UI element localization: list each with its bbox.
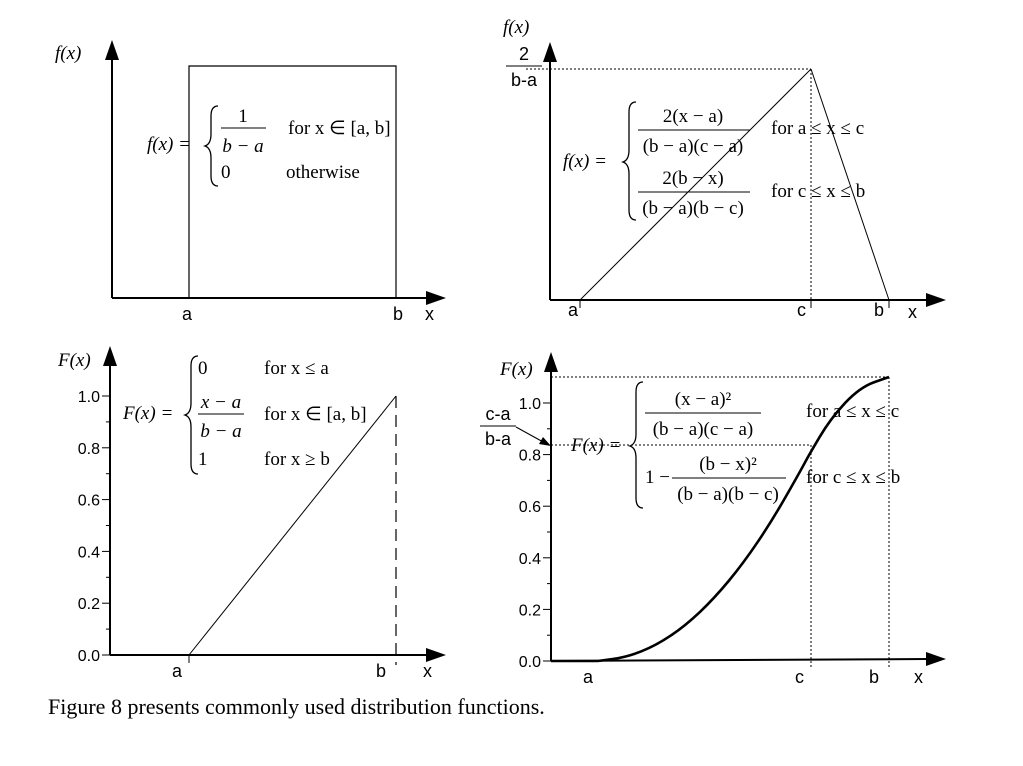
x-tick-a: a [568,300,579,320]
formula-brace [620,101,637,221]
case1-num: 2(x − a) [663,106,723,127]
case3-condition: for x ≥ b [264,449,330,470]
panel-triangular-pdf: f(x) 2 b-a a c b x f(x) = 2(x − a) (b − … [503,17,946,322]
uniform-pdf-line [188,65,397,298]
case1-num: (x − a)² [675,389,732,410]
peak-label-den: b-a [511,70,538,90]
case1-den: (b − a)(c − a) [643,136,744,157]
annotation-den: b-a [485,429,512,449]
formula-lhs: F(x) = [570,435,621,456]
y-tick-label: 0.6 [78,493,100,510]
x-axis-label: x [425,304,434,324]
x-tick-b: b [869,667,879,687]
x-tick-a: a [182,304,193,324]
case2-den: (b − a)(b − c) [642,198,744,219]
y-tick-label: 0.2 [78,596,100,613]
y-tick-label: 0.4 [78,544,100,561]
annotation-arrowhead [539,437,551,446]
cdf-curve [551,375,890,663]
y-axis-label: f(x) [55,43,81,64]
cdf-line [188,395,397,656]
case2-den: (b − a)(b − c) [677,484,779,505]
y-tick-label: 0.4 [519,551,541,568]
formula-brace [202,105,219,187]
y-axis-label: F(x) [57,350,91,371]
formula: F(x) = 0 for x ≤ a x − a b − a for x ∈ [… [122,355,367,475]
x-axis-label: x [914,667,923,687]
formula: F(x) = (x − a)² (b − a)(c − a) for a ≤ x… [570,381,900,509]
y-tick-label: 0.8 [519,448,541,465]
falling-edge [810,68,890,301]
y-tick-label: 0.6 [519,499,541,516]
formula-lhs: f(x) = [147,134,191,155]
case2-den: b − a [200,421,241,442]
x-tick-a: a [172,661,183,681]
annotation-pointer [515,426,546,444]
panel-uniform-cdf: 0.0 0.2 0.4 0.6 0.8 1.0 F(x) a b x F(x) = 0 f… [57,346,446,681]
case1-num: 1 [238,106,248,127]
y-ticks: 0.0 0.2 0.4 0.6 0.8 1.0 [78,389,110,665]
y-axis-label: f(x) [503,17,529,38]
case3-expr: 1 [198,449,208,470]
case1-condition: for a ≤ x ≤ c [806,401,899,422]
x-axis-arrow [426,648,446,662]
rising-edge [579,68,812,301]
formula-brace [627,381,644,509]
case1-den: (b − a)(c − a) [653,419,754,440]
case2-num: (b − x)² [699,454,757,475]
x-tick-b: b [874,300,884,320]
y-tick-label: 1.0 [519,396,541,413]
case1-condition: for a ≤ x ≤ c [771,118,864,139]
x-tick-c: c [795,667,804,687]
y-axis-arrow [544,352,558,372]
x-axis-arrow [926,293,946,307]
formula: f(x) = 2(x − a) (b − a)(c − a) for a ≤ x… [563,101,865,221]
panel-uniform-pdf: f(x) a b x f(x) = 1 b − a for x ∈ [a, b]… [55,40,446,324]
x-tick-a: a [583,667,594,687]
formula: f(x) = 1 b − a for x ∈ [a, b] 0 otherwis… [147,105,391,187]
formula-brace [182,355,199,475]
y-tick-label: 0.8 [78,441,100,458]
panel-triangular-cdf: 0.00.20.40.60.81.0 F(x) c-a b-a a c b x … [480,352,946,687]
x-axis [550,658,929,662]
y-tick-label: 0.0 [78,648,100,665]
x-tick-c: c [797,300,806,320]
x-axis-arrow [426,291,446,305]
case2-condition: for x ∈ [a, b] [264,404,367,425]
case2-condition: for c ≤ x ≤ b [771,181,865,202]
x-axis-arrow [926,652,946,666]
x-tick-b: b [376,661,386,681]
case1-expr: 0 [198,358,208,379]
y-axis-label: F(x) [499,359,533,380]
case2-num: x − a [200,392,241,413]
y-axis-arrow [105,40,119,60]
figure-caption: Figure 8 presents commonly used distribu… [48,694,545,719]
case1-condition: for x ≤ a [264,358,329,379]
case2-expr: 0 [221,162,231,183]
x-axis-label: x [423,661,432,681]
y-tick-label: 1.0 [78,389,100,406]
annotation-num: c-a [485,404,511,424]
case1-den: b − a [222,136,263,157]
y-ticks: 0.0 0.2 0.4 0.6 0.8 1.0 [519,396,551,671]
formula-lhs: f(x) = [563,151,607,172]
x-axis-label: x [908,302,917,322]
case2-num: 2(b − x) [662,168,723,189]
y-axis-arrow [103,346,117,366]
case2-prefix: 1 − [645,467,670,488]
peak-label-num: 2 [519,44,529,64]
case1-condition: for x ∈ [a, b] [288,118,391,139]
x-tick-b: b [393,304,403,324]
case2-condition: otherwise [286,162,360,183]
y-axis-arrow [543,42,557,62]
case2-condition: for c ≤ x ≤ b [806,467,900,488]
y-tick-label: 0.0 [519,654,541,671]
y-tick-label: 0.2 [519,602,541,619]
formula-lhs: F(x) = [122,403,173,424]
